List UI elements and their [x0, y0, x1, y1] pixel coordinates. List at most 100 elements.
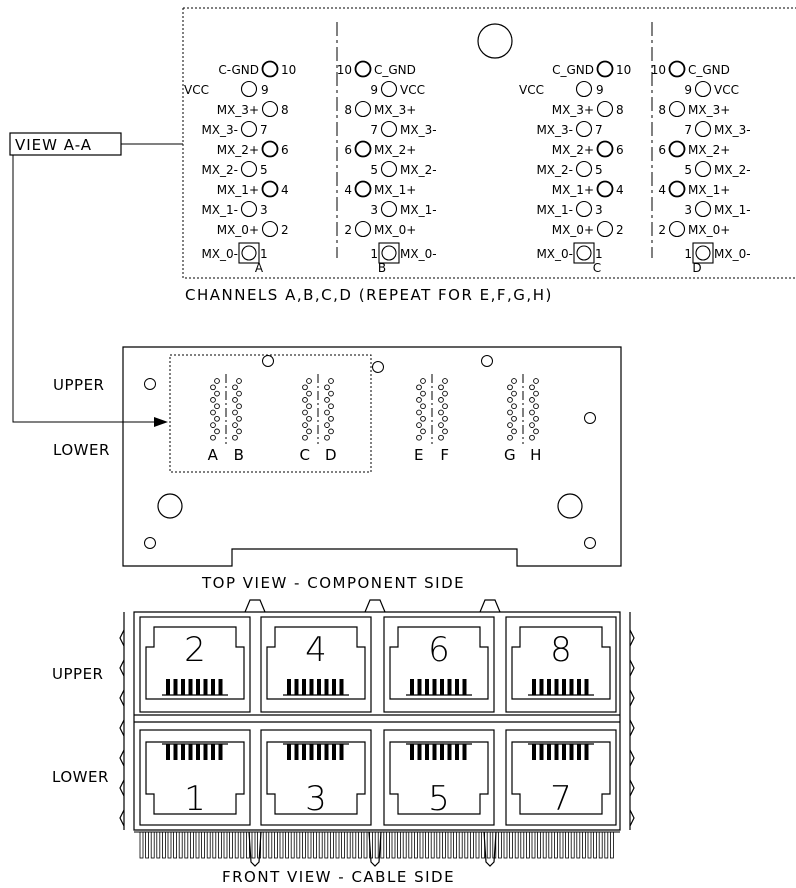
pin-number: 8	[281, 103, 289, 117]
pin-pad	[668, 220, 686, 238]
pin-number: 9	[684, 83, 692, 97]
pin-label: MX_0+	[552, 223, 594, 237]
pin-number: 4	[658, 183, 666, 197]
pin-label: MX_1-	[201, 203, 238, 217]
pin-pad	[261, 140, 279, 158]
pin-label: MX_1-	[536, 203, 573, 217]
pin-number: 1	[595, 247, 603, 261]
port-number: 1	[184, 779, 206, 819]
top-view-detail-region	[169, 354, 372, 473]
channel-letter: E	[414, 446, 424, 464]
port-number: 3	[305, 779, 327, 819]
pin-number: 6	[616, 143, 624, 157]
port-number: 5	[428, 779, 450, 819]
pin-pad	[261, 100, 279, 118]
pin-label: VCC	[184, 83, 209, 97]
channel-letter: H	[530, 446, 542, 464]
pin-pad	[575, 160, 593, 178]
pin-label: MX_3+	[374, 103, 416, 117]
pin-number: 1	[260, 247, 268, 261]
pin-pad	[354, 140, 372, 158]
view-label: VIEW A-A	[15, 136, 92, 154]
pin-pad	[261, 180, 279, 198]
pin-number: 10	[616, 63, 631, 77]
pin-pad	[596, 220, 614, 238]
pin-pad	[241, 245, 257, 261]
pin-label: MX_0+	[217, 223, 259, 237]
pin-label: MX_0-	[714, 247, 751, 261]
pin-label: C_GND	[552, 63, 594, 77]
port-number: 6	[428, 630, 450, 670]
pin-number: 10	[281, 63, 296, 77]
pin-pad	[694, 80, 712, 98]
top-view-lower-label: LOWER	[53, 441, 110, 459]
front-view-caption: FRONT VIEW - CABLE SIDE	[222, 868, 455, 886]
leader-line	[12, 155, 156, 423]
pin-pad	[694, 200, 712, 218]
channel-letter: G	[504, 446, 516, 464]
channel-letter: D	[692, 261, 701, 275]
pin-label: MX_1+	[552, 183, 594, 197]
pin-number: 6	[658, 143, 666, 157]
leader-arrow	[154, 417, 168, 427]
pin-label: C_GND	[374, 63, 416, 77]
pin-pad	[596, 140, 614, 158]
pin-number: 1	[370, 247, 378, 261]
top-view-large-hole	[157, 493, 183, 519]
pin-label: MX_2-	[714, 163, 751, 177]
pin-number: 6	[281, 143, 289, 157]
pin-number: 5	[260, 163, 268, 177]
channel-letter: A	[208, 446, 219, 464]
pin-number: 10	[337, 63, 352, 77]
pin-label: MX_3+	[688, 103, 730, 117]
pin-pad	[576, 245, 592, 261]
channel-letter: C	[593, 261, 601, 275]
front-view-upper-label: UPPER	[52, 665, 103, 683]
pin-pad	[380, 80, 398, 98]
pin-pad	[694, 160, 712, 178]
pin-number: 8	[344, 103, 352, 117]
pin-label: MX_1+	[217, 183, 259, 197]
pin-pad	[380, 200, 398, 218]
pin-label: MX_2+	[688, 143, 730, 157]
pin-number: 9	[370, 83, 378, 97]
channel-letter: D	[325, 446, 337, 464]
pin-number: 10	[651, 63, 666, 77]
pin-number: 2	[344, 223, 352, 237]
pin-number: 7	[595, 123, 603, 137]
pin-number: 5	[684, 163, 692, 177]
pin-label: VCC	[400, 83, 425, 97]
pin-pad	[261, 60, 279, 78]
pin-number: 4	[616, 183, 624, 197]
pin-pad	[240, 160, 258, 178]
pin-pad	[668, 180, 686, 198]
port-number: 4	[305, 630, 327, 670]
pin-label: MX_1-	[400, 203, 437, 217]
pin-number: 2	[658, 223, 666, 237]
pin-pad	[668, 60, 686, 78]
pin-number: 1	[684, 247, 692, 261]
pin-number: 9	[596, 83, 604, 97]
pin-number: 3	[684, 203, 692, 217]
rj45-port: 2	[139, 616, 251, 713]
pin-pad	[240, 120, 258, 138]
rj45-port: 7	[505, 729, 617, 826]
pin-label: MX_2+	[374, 143, 416, 157]
rj45-port: 6	[383, 616, 495, 713]
channel-letter: F	[440, 446, 449, 464]
pin-label: MX_1-	[714, 203, 751, 217]
pin-pad-square	[378, 242, 400, 264]
rj45-port: 8	[505, 616, 617, 713]
pin-pad	[668, 140, 686, 158]
pin-label: MX_2+	[552, 143, 594, 157]
pin-number: 7	[260, 123, 268, 137]
pin-label: MX_1+	[374, 183, 416, 197]
pin-number: 2	[281, 223, 289, 237]
pin-label: C_GND	[688, 63, 730, 77]
